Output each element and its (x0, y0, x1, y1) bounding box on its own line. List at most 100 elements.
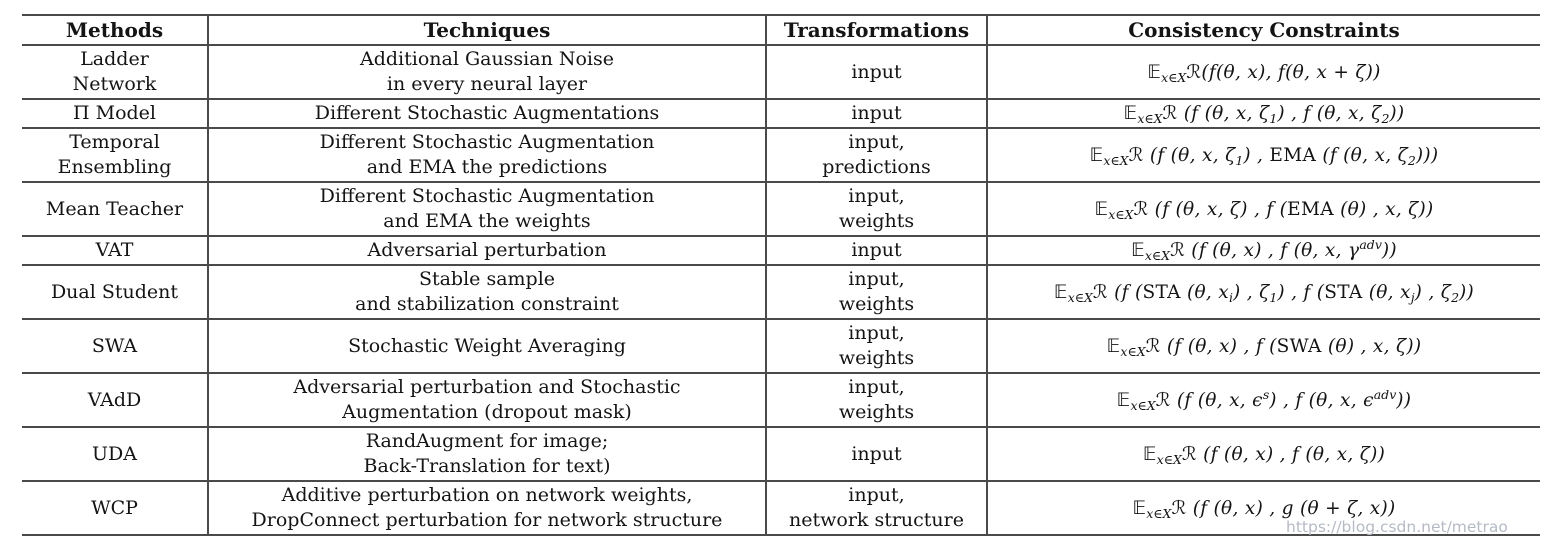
cell-line: input (851, 239, 902, 261)
formula-token: j (1410, 289, 1415, 305)
formula-token: 𝔼 (1094, 198, 1109, 220)
formula-token: ))) (1415, 144, 1439, 166)
formula-token: )) (1381, 240, 1397, 261)
formula-token: s (1262, 386, 1270, 402)
formula-token: 𝔼 (1131, 240, 1145, 261)
method-cell: WCP (22, 480, 208, 536)
formula-token: ℛ (f (θ, x, ϵ (1155, 389, 1263, 411)
formula-token: 𝔼 (1142, 443, 1157, 465)
formula-token: x∈X (1130, 397, 1156, 413)
cell-line: Ladder (80, 48, 149, 70)
technique-cell: Additive perturbation on network weights… (207, 480, 766, 536)
formula-token: (θ) , x, ζ)) (1333, 198, 1434, 220)
cell-line: Adversarial perturbation (367, 239, 607, 261)
technique-cell: Stable sample and stabilization constrain… (207, 264, 766, 320)
formula-token: x∈X (1161, 69, 1187, 85)
header-row: Methods Techniques Transformations Consi… (22, 14, 1540, 46)
formula-token: 𝔼 (1147, 61, 1162, 83)
method-cell: VAT (22, 235, 208, 266)
table-row: Π Model Different Stochastic Augmentation… (22, 98, 1540, 129)
formula-token: ) , ζ (1414, 281, 1452, 303)
formula-token: ) , f ( (1277, 281, 1325, 303)
cell-line: Adversarial perturbation and Stochastic (293, 376, 681, 398)
consistency-constraint-formula: 𝔼x∈Xℛ (f (θ, x) , g (θ + ζ, x)) (986, 480, 1540, 536)
cell-line: Additive perturbation on network weights… (281, 484, 693, 506)
formula-token: 𝔼 (1106, 335, 1121, 357)
formula-token: 1 (1269, 111, 1278, 126)
cell-line: input, (848, 322, 905, 344)
method-cell: Dual Student (22, 264, 208, 320)
formula-token: adv (1373, 386, 1397, 402)
cell-line: weights (838, 401, 915, 423)
formula-token: 1 (1235, 152, 1244, 168)
method-cell: VAdD (22, 372, 208, 428)
formula-token: 𝔼 (1053, 281, 1068, 303)
cell-line: SWA (91, 334, 138, 357)
table-row: WCP Additive perturbation on network weig… (22, 480, 1540, 536)
cell-line: input, (848, 131, 905, 153)
formula-token: (f (θ, x, ζ (1316, 144, 1408, 166)
cell-line: Additional Gaussian Noise (359, 48, 614, 70)
formula-token: (θ) , x, ζ)) (1321, 335, 1422, 357)
cell-line: weights (838, 210, 915, 232)
formula-token: (θ, x (1180, 281, 1230, 303)
cell-line: input (851, 60, 902, 83)
technique-cell: Additional Gaussian Noise in every neural… (207, 44, 766, 100)
formula-token: ) , f (θ, x, ϵ (1269, 389, 1374, 411)
transformations-cell: input (765, 235, 987, 266)
method-cell: SWA (22, 318, 208, 374)
transformations-cell: input,predictions (765, 127, 987, 183)
cell-line: Different Stochastic Augmentation (319, 185, 655, 207)
cell-line: Different Stochastic Augmentations (314, 102, 660, 124)
formula-token: 2 (1451, 289, 1460, 305)
cell-line: VAdD (87, 388, 142, 411)
transformations-cell: input,weights (765, 264, 987, 320)
technique-cell: RandAugment for image;Back-Translation f… (207, 426, 766, 482)
transformations-cell: input,weights (765, 372, 987, 428)
formula-token: x∈X (1146, 505, 1172, 521)
cell-line: Ensembling (57, 156, 172, 178)
cell-line: in every neural layer (386, 73, 588, 95)
cell-line: network structure (789, 509, 964, 531)
column-header-transformations: Transformations (765, 14, 987, 46)
formula-token: )) (1389, 103, 1405, 124)
column-header-methods: Methods (22, 14, 208, 46)
cell-line: Stochastic Weight Averaging (348, 334, 626, 357)
formula-token: x∈X (1108, 206, 1134, 222)
cell-line: Temporal (69, 131, 160, 153)
formula-token: ℛ(f(θ, x), f(θ, x + ζ)) (1186, 61, 1381, 83)
cell-line: input, (848, 484, 905, 506)
formula-token: ) , (1243, 144, 1270, 166)
formula-token: x∈X (1103, 152, 1129, 168)
formula-token: ℛ (f (θ, x, ζ (1162, 103, 1270, 124)
cell-line: input (851, 442, 902, 465)
formula-token: x∈X (1137, 111, 1163, 126)
table-row: VAdD Adversarial perturbation and Stochas… (22, 372, 1540, 428)
formula-token: adv (1359, 237, 1382, 252)
formula-token: STA (1142, 281, 1181, 303)
technique-cell: Stochastic Weight Averaging (207, 318, 766, 374)
method-cell: Π Model (22, 98, 208, 129)
cell-line: Π Model (73, 102, 156, 124)
cell-line: RandAugment for image; (365, 430, 609, 452)
formula-token: ℛ (f (θ, x, ζ (1128, 144, 1236, 166)
transformations-cell: input,weights (765, 318, 987, 374)
method-cell: Mean Teacher (22, 181, 208, 237)
cell-line: Stable sample (418, 268, 556, 290)
formula-token: )) (1396, 389, 1412, 411)
transformations-cell: input, network structure (765, 480, 987, 536)
transformations-cell: input (765, 426, 987, 482)
consistency-constraint-formula: 𝔼x∈Xℛ (f (θ, x, ζ) , f (EMA (θ) , x, ζ)) (986, 181, 1540, 237)
formula-token: EMA (1269, 144, 1317, 166)
formula-token: ) , f (θ, x, ζ (1277, 103, 1382, 124)
cell-line: and stabilization constraint (355, 293, 619, 315)
cell-line: Dual Student (50, 280, 179, 303)
formula-token: ℛ (f (θ, x) , g (θ + ζ, x)) (1171, 497, 1396, 519)
formula-token: x∈X (1156, 451, 1182, 467)
formula-token: 2 (1407, 152, 1416, 168)
